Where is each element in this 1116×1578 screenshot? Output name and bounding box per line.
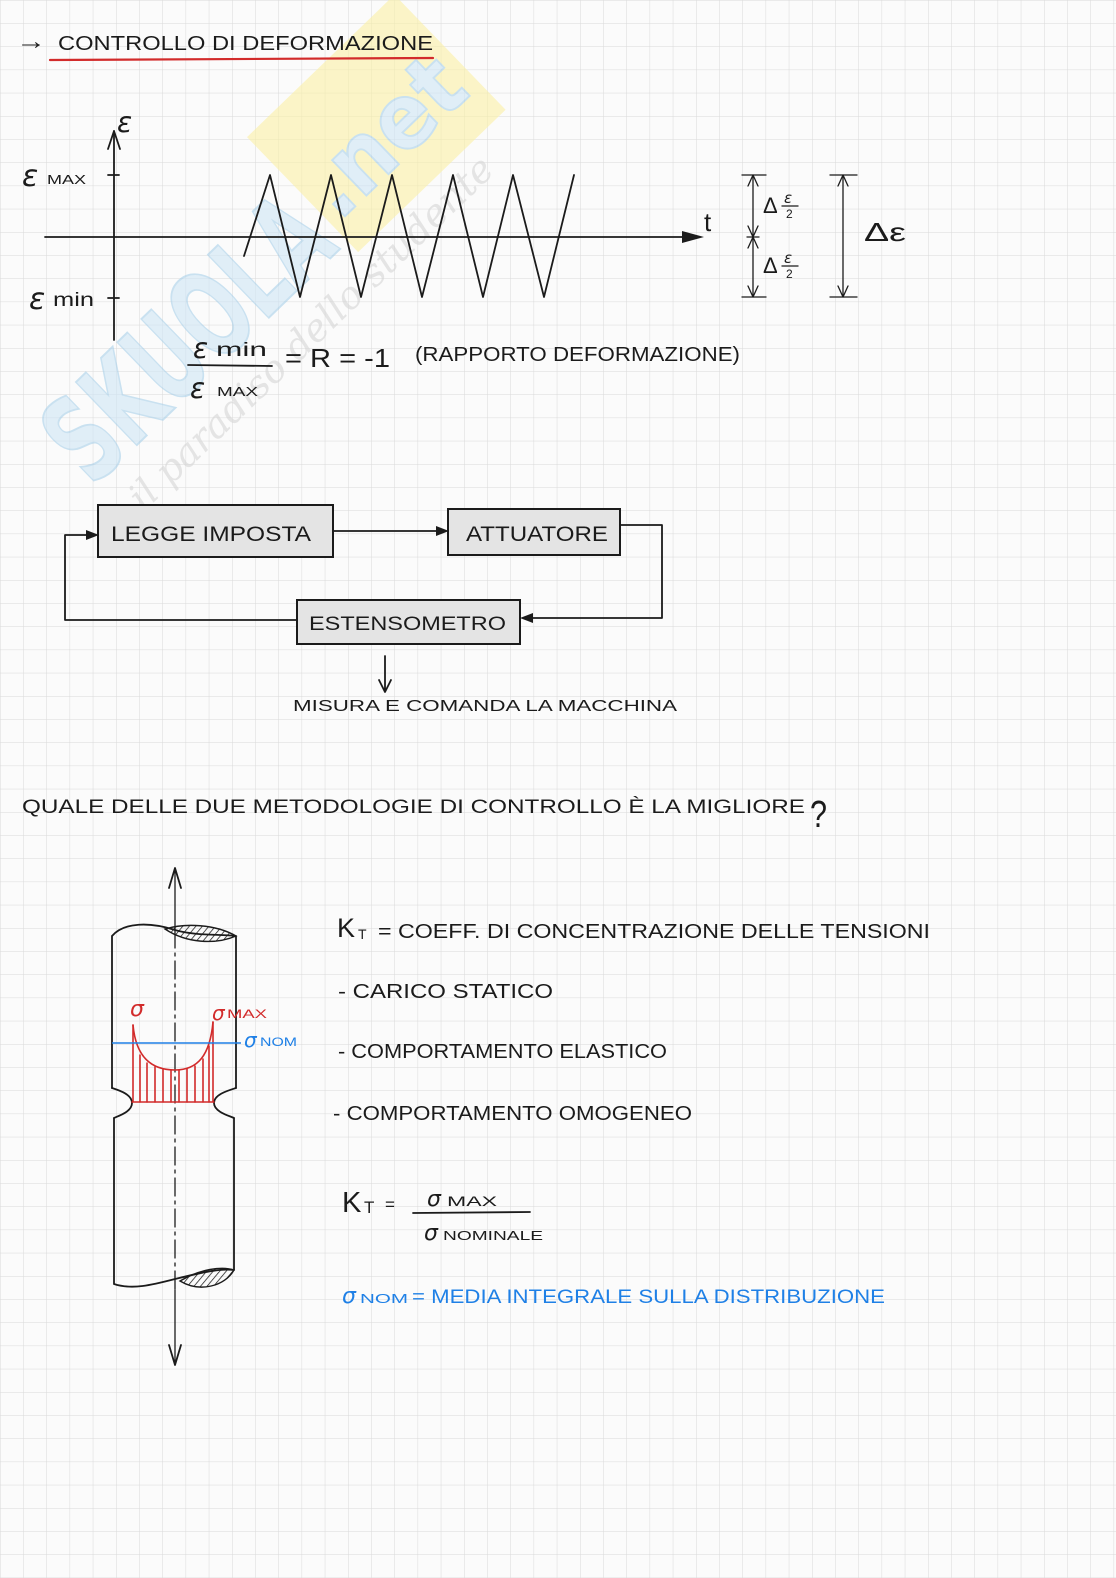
strain-axis-arrowhead <box>107 130 121 150</box>
ratio-value: = R = -1 <box>285 343 390 373</box>
sigma-nom-subscript: NOM <box>260 1035 297 1049</box>
half-range-lower-delta: Δ <box>763 253 778 278</box>
sigma-nom-def-text: = MEDIA INTEGRALE SULLA DISTRIBUZIONE <box>412 1287 885 1308</box>
question-mark: ? <box>810 794 827 836</box>
title-arrow-icon: → <box>16 28 46 55</box>
strain-max-subscript: MAX <box>47 172 86 187</box>
shaft-arrow-down-icon <box>168 1344 182 1366</box>
ratio-note: (RAPPORTO DEFORMAZIONE) <box>415 344 740 366</box>
block-attuatore <box>447 508 621 556</box>
notched-shaft-sketch: σ σ MAX σ NOM <box>111 867 297 1366</box>
arrowhead-legge-to-attuatore <box>436 526 449 536</box>
stress-distribution-curve <box>132 1021 214 1071</box>
kt-symbol: K <box>337 913 355 943</box>
block-legge-imposta-label: LEGGE IMPOSTA <box>111 523 311 546</box>
kt-formula-symbol: K <box>342 1187 362 1219</box>
arrowhead-estensometro-to-legge <box>86 530 99 540</box>
output-note: MISURA E COMANDA LA MACCHINA <box>293 698 677 715</box>
ratio-num-symbol: ε <box>193 332 208 365</box>
stress-distribution-hatching <box>139 1045 210 1103</box>
sigma-max-subscript: MAX <box>227 1007 267 1021</box>
arrow-attuatore-to-estensometro <box>523 524 663 619</box>
kt-fraction-bar <box>412 1211 531 1214</box>
strain-min-symbol: ε <box>29 282 45 317</box>
strain-max-symbol: ε <box>22 159 38 194</box>
sigma-label: σ <box>130 997 145 1022</box>
sigma-nom-def-subscript: NOM <box>360 1291 408 1306</box>
ratio-den-symbol: ε <box>190 372 205 405</box>
kt-definition: K T = COEFF. DI CONCENTRAZIONE DELLE TEN… <box>333 913 930 1125</box>
question: QUALE DELLE DUE METODOLOGIE DI CONTROLLO… <box>22 794 827 836</box>
control-loop-diagram: LEGGE IMPOSTA ATTUATORE ESTENSOMETRO MIS… <box>64 504 677 715</box>
full-range-dimension: Δε <box>829 174 907 298</box>
strain-min-subscript: min <box>53 290 94 311</box>
title-underline <box>48 56 435 62</box>
kt-den-symbol: σ <box>424 1221 439 1246</box>
ratio-den-subscript: MAX <box>217 384 258 399</box>
shaft-right-notch <box>213 1087 237 1119</box>
half-range-lower-den: 2 <box>786 267 793 281</box>
shaft-left-notch <box>111 1087 133 1119</box>
sigma-nom-def-symbol: σ <box>342 1284 357 1309</box>
half-range-upper-delta: Δ <box>763 193 778 218</box>
shaft-arrow-up-icon <box>168 867 182 889</box>
question-text: QUALE DELLE DUE METODOLOGIE DI CONTROLLO… <box>22 797 805 818</box>
sigma-nom-definition: σ NOM = MEDIA INTEGRALE SULLA DISTRIBUZI… <box>342 1284 885 1309</box>
kt-condition-homogeneous: - COMPORTAMENTO OMOGENEO <box>333 1103 692 1125</box>
kt-subscript: T <box>358 926 367 942</box>
kt-condition-elastic: - COMPORTAMENTO ELASTICO <box>338 1041 667 1063</box>
half-range-upper-den: 2 <box>786 207 793 221</box>
block-legge-imposta <box>97 504 334 558</box>
kt-formula-subscript: T <box>364 1198 374 1217</box>
stress-distribution-baseline <box>131 1021 215 1103</box>
half-range-upper-num: ε <box>784 189 792 207</box>
half-range-lower-num: ε <box>784 249 792 267</box>
sigma-nom-symbol: σ <box>244 1028 258 1052</box>
time-axis-label: t <box>704 207 712 237</box>
arrow-output <box>378 655 392 693</box>
page-title: → CONTROLLO DI DEFORMAZIONE <box>16 28 435 62</box>
kt-formula-equals: = <box>385 1195 395 1214</box>
half-range-dimension: Δ ε 2 Δ ε 2 <box>741 174 799 298</box>
shaft-upper-break-hatch <box>163 924 238 943</box>
ratio-fraction-bar <box>187 364 273 367</box>
arrow-estensometro-to-legge <box>64 534 298 621</box>
shaft-lower-break-hatch <box>178 1267 236 1288</box>
kt-formula: K T = σ MAX σ NOMINALE <box>342 1187 543 1246</box>
full-range-arrowheads <box>837 174 849 298</box>
block-estensometro <box>296 599 521 645</box>
title-text: CONTROLLO DI DEFORMAZIONE <box>58 33 433 55</box>
watermark-net-badge <box>247 0 506 253</box>
kt-num-symbol: σ <box>427 1187 442 1212</box>
half-range-arrowheads <box>747 174 759 298</box>
kt-den-subscript: NOMINALE <box>443 1228 543 1243</box>
time-axis-arrowhead <box>682 231 704 243</box>
kt-condition-static-load: - CARICO STATICO <box>338 981 553 1003</box>
strain-ratio-formula: ε min ε MAX = R = -1 (RAPPORTO DEFORMAZI… <box>187 332 740 405</box>
kt-num-subscript: MAX <box>447 1193 498 1209</box>
block-attuatore-label: ATTUATORE <box>466 523 608 546</box>
strain-plot: ε t ε MAX ε min Δ ε 2 Δ ε 2 Δε <box>22 106 907 341</box>
ratio-num-subscript: min <box>216 340 267 361</box>
strain-waveform <box>243 174 575 298</box>
kt-definition-text: = COEFF. DI CONCENTRAZIONE DELLE TENSION… <box>378 921 930 943</box>
arrowhead-attuatore-to-estensometro <box>520 613 533 623</box>
full-range-label: Δε <box>864 217 907 247</box>
sigma-max-symbol: σ <box>212 1001 226 1025</box>
block-estensometro-label: ESTENSOMETRO <box>309 614 506 635</box>
strain-axis-label: ε <box>117 106 132 139</box>
